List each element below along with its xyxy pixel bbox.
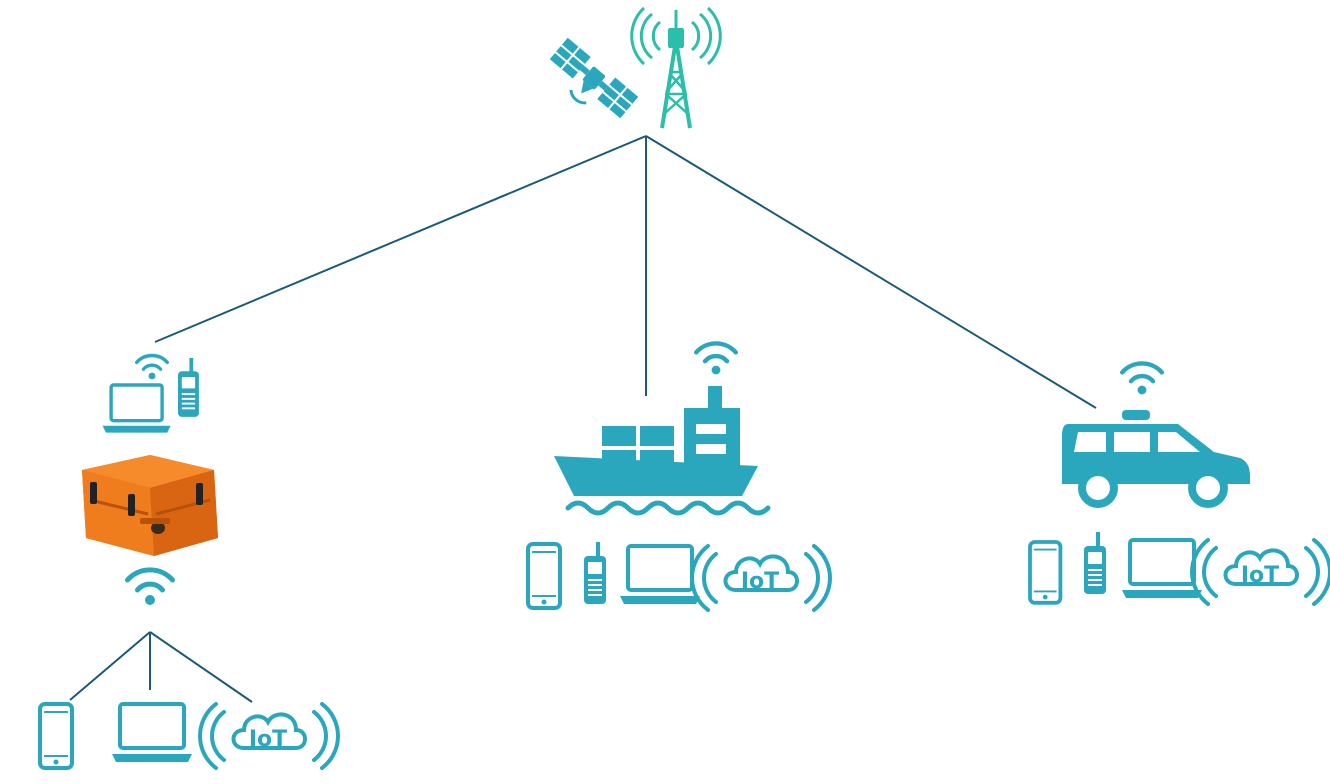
rugged-case-icon [82,455,218,556]
wifi-icon [134,353,170,382]
suv-icon [1062,410,1250,508]
laptop-icon [110,702,194,764]
wifi-icon [128,570,173,605]
cell-tower-icon [630,6,722,129]
wifi-icon [1122,363,1162,394]
laptop-icon [618,544,702,606]
iot-cloud-icon: IoT [198,702,340,770]
iot-cloud-icon: IoT [690,544,832,612]
link-hub-portable [154,135,647,343]
iot-label: IoT [1241,563,1279,588]
radio-icon [178,358,199,417]
iot-label: IoT [249,727,287,752]
smartphone-icon [38,702,74,770]
smartphone-icon [526,542,562,610]
link-hotspot-iot [149,631,253,703]
laptop-icon [1120,538,1204,600]
link-hotspot-phone [69,631,151,701]
link-hub-vehicle [645,135,1097,409]
iot-label: IoT [741,569,779,594]
radio-icon [1084,532,1106,594]
satellite-icon [549,37,639,119]
laptop-icon [102,383,171,433]
radio-icon [584,542,606,604]
iot-cloud-icon: IoT [1190,538,1330,606]
cargo-ship-icon [554,386,771,516]
smartphone-icon [1028,540,1063,605]
wifi-icon [696,343,736,374]
